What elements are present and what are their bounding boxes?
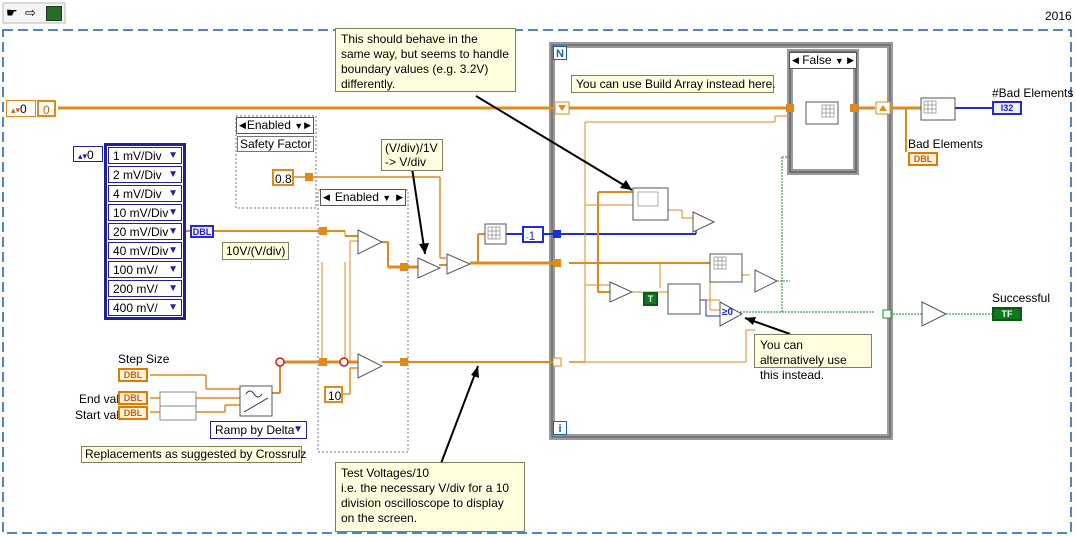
bad-elements-count-indicator: I32 <box>992 101 1022 115</box>
successful-label: Successful <box>992 291 1051 305</box>
one-constant[interactable]: -1 <box>522 226 544 243</box>
run-arrow-icon[interactable]: ⇨ <box>25 5 36 20</box>
multiply-node <box>446 253 472 275</box>
ramp-mode-ring[interactable]: Ramp by Delta▼ <box>210 421 307 439</box>
voltage-ring-item[interactable]: 20 mV/Div▼ <box>108 223 182 240</box>
dropdown-arrow-icon: ▼ <box>168 302 178 313</box>
voltage-ring-item[interactable]: 2 mV/Div ▼ <box>108 166 182 183</box>
divide-by-10-node <box>357 353 384 379</box>
voltage-ring-item-label: 100 mV/ <box>113 263 158 277</box>
dropdown-arrow-icon: ▼ <box>168 169 178 180</box>
step-size-terminal[interactable]: DBL <box>118 368 148 382</box>
dropdown-arrow-icon: ▼ <box>168 188 178 199</box>
alternative-note: You can alternatively use this instead. <box>754 334 872 382</box>
voltage-ring-array <box>104 143 186 320</box>
step-size-label: Step Size <box>118 352 170 366</box>
divide-scale-node <box>417 257 442 279</box>
vdiv-note: (V/div)/1V -> V/div <box>381 139 443 171</box>
bad-elements-indicator: DBL <box>908 152 938 166</box>
index-array-element[interactable]: 0 <box>37 100 56 117</box>
safety-disable-structure <box>235 115 317 209</box>
to-dbl-tag: DBL <box>190 225 214 238</box>
enabled-disable-structure <box>317 189 409 453</box>
label-10v-per-vdiv: 10V/(V/div) <box>222 242 290 260</box>
for-loop-structure <box>549 42 893 440</box>
search-array-node <box>667 283 701 315</box>
build-array-note: You can use Build Array instead here. <box>571 75 776 93</box>
to-dbl-node-2 <box>159 405 197 421</box>
ten-constant[interactable]: 10 <box>324 386 343 403</box>
index-numeric-control[interactable]: ▴▾0 <box>6 100 36 117</box>
true-constant[interactable]: T <box>643 292 658 306</box>
voltage-ring-item[interactable]: 40 mV/Div▼ <box>108 242 182 259</box>
safety-selector[interactable]: ◀ Enabled ▼ ▶ <box>236 117 314 134</box>
bad-elements-label: Bad Elements <box>908 137 983 151</box>
to-dbl-node-1 <box>159 391 197 407</box>
start-val-terminal[interactable]: DBL <box>118 406 148 420</box>
voltage-ring-item-label: 10 mV/Div <box>113 206 169 220</box>
array-size-node-2 <box>920 97 956 121</box>
behave-note: This should behave in the same way, but … <box>335 28 516 92</box>
ge-zero-label: ≥0 <box>722 307 734 318</box>
voltage-ring-item[interactable]: 1 mV/Div ▼ <box>108 147 182 164</box>
replacements-note: Replacements as suggested by Crossrulz <box>81 446 306 463</box>
voltage-ring-item-label: 200 mV/ <box>113 282 158 296</box>
loop-count-terminal[interactable]: N <box>553 46 567 60</box>
ge-zero-node <box>719 301 744 327</box>
voltage-ring-item[interactable]: 4 mV/Div ▼ <box>108 185 182 202</box>
diagram-frame <box>2 29 1072 534</box>
hand-tool-icon[interactable]: ☛ <box>6 5 18 20</box>
greater-node <box>754 269 779 293</box>
dropdown-arrow-icon: ▼ <box>168 264 178 275</box>
divide-node <box>357 229 384 255</box>
successful-indicator: TF <box>992 307 1022 321</box>
voltage-ring-item-label: 20 mV/Div <box>113 225 169 239</box>
end-val-label: End val <box>79 392 120 406</box>
voltage-ring-item-label: 1 mV/Div <box>113 149 162 163</box>
safety-factor-constant[interactable]: 0.8 <box>272 169 294 186</box>
voltage-ring-item-label: 400 mV/ <box>113 301 158 315</box>
voltage-ring-item[interactable]: 10 mV/Div▼ <box>108 204 182 221</box>
and-array-node <box>921 301 948 327</box>
voltage-ring-item-label: 40 mV/Div <box>113 244 169 258</box>
dropdown-arrow-icon: ▼ <box>168 226 178 237</box>
dropdown-arrow-icon: ▼ <box>168 150 178 161</box>
year-label: 2016 <box>1045 9 1072 23</box>
dropdown-arrow-icon: ▼ <box>168 283 178 294</box>
start-val-label: Start val <box>75 408 120 422</box>
enabled-selector[interactable]: ◀ Enabled ▼ ▶ <box>320 189 406 206</box>
case-selector[interactable]: ◀ False ▼ ▶ <box>789 52 857 69</box>
less-than-node <box>692 211 716 233</box>
end-val-terminal[interactable]: DBL <box>118 391 148 405</box>
vi-icon[interactable] <box>46 6 62 21</box>
array-index-control[interactable]: ▴▾0 <box>73 146 103 162</box>
threshold-array-node <box>632 187 669 221</box>
dropdown-arrow-icon: ▼ <box>168 207 178 218</box>
voltage-ring-item-label: 2 mV/Div <box>113 168 162 182</box>
bad-elements-count-label: #Bad Elements <box>992 86 1074 100</box>
voltage-ring-item[interactable]: 400 mV/ ▼ <box>108 299 182 316</box>
voltage-ring-item-label: 4 mV/Div <box>113 187 162 201</box>
test-voltages-note: Test Voltages/10 i.e. the necessary V/di… <box>335 462 525 532</box>
voltage-ring-item[interactable]: 100 mV/ ▼ <box>108 261 182 278</box>
less-node-2 <box>609 281 634 303</box>
loop-iteration-terminal: i <box>553 421 567 435</box>
dropdown-arrow-icon: ▼ <box>168 245 178 256</box>
voltage-ring-item[interactable]: 200 mV/ ▼ <box>108 280 182 297</box>
safety-factor-label: Safety Factor <box>237 136 315 152</box>
